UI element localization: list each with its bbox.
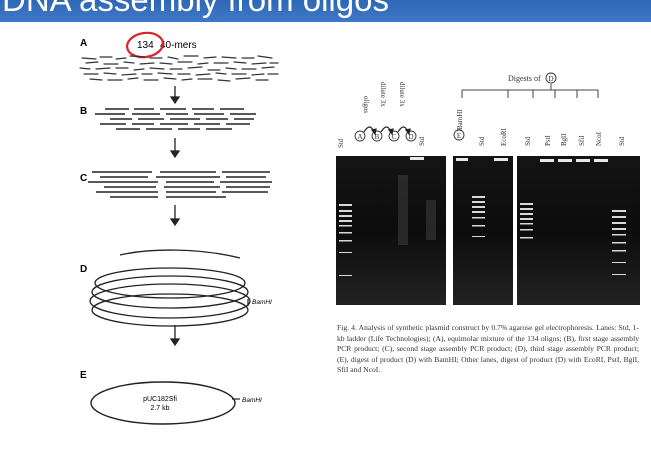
oligo-count: 134 (137, 40, 154, 51)
sample-bands (410, 157, 608, 162)
panel-c-fragments (88, 171, 272, 198)
figure-caption: Fig. 4. Analysis of synthetic plasmid co… (337, 323, 639, 375)
dilution-arrows (363, 126, 411, 136)
lane-label: PstI (544, 134, 552, 146)
slide-title: DNA assembly from oligos (2, 0, 389, 19)
panel-label-d: D (80, 264, 87, 275)
digests-circle (545, 72, 557, 84)
lane-label: Std (337, 138, 345, 148)
lane-label: oligos (362, 96, 370, 113)
slide-title-bar: DNA assembly from oligos (0, 0, 651, 22)
lane-circles (354, 130, 417, 142)
assembly-schematic: A B C D E 134 40-mers BamHI pUC182Sfi 2.… (79, 31, 279, 425)
lane-label: dilute 3x (379, 82, 387, 107)
digests-bracket (461, 84, 599, 98)
lane-label: BglI (560, 133, 568, 146)
lane-circle-letter: E (457, 132, 461, 140)
panel-d-site-label: BamHI (252, 299, 272, 306)
plasmid-name: pUC182Sfi (143, 396, 177, 403)
oligo-type-label: 40-mers (160, 40, 197, 51)
gel-panel-2 (453, 156, 513, 305)
lane-label: Std (618, 136, 626, 146)
ladder-bands (339, 196, 626, 276)
panel-label-e: E (80, 370, 87, 381)
lane-label: BamHI (456, 109, 464, 130)
lane-label: EcoRI (500, 127, 508, 146)
panel-d-rings (89, 249, 251, 327)
digests-circle-letter: D (548, 75, 553, 83)
oligo-scatter (79, 55, 279, 82)
lane-circle-letter: C (392, 133, 397, 141)
lane-labels-group1: Std oligos dilute 3x dilute 3x Std (337, 82, 426, 148)
lane-circle-letter: D (408, 133, 413, 141)
plasmid-size: 2.7 kb (150, 405, 169, 412)
lane-label: Std (524, 136, 532, 146)
plasmid-circle (90, 381, 236, 425)
lane-label: NcoI (595, 131, 603, 146)
panel-label-a: A (80, 38, 87, 49)
gel-panel-1 (336, 156, 446, 305)
lane-label: Std (478, 136, 486, 146)
panel-label-c: C (80, 173, 87, 184)
panel-label-b: B (80, 106, 87, 117)
gel-panel-3 (517, 156, 640, 305)
lane-circle-letter: B (375, 133, 380, 141)
lane-circle-letter: A (357, 133, 362, 141)
panel-e-site-label: BamHI (242, 397, 262, 404)
lane-circle (453, 129, 465, 141)
lane-label: dilute 3x (398, 82, 406, 107)
panel-b-fragments (95, 108, 256, 130)
lane-label: SfiI (578, 135, 586, 146)
flow-arrows (169, 86, 181, 347)
lane-label: Std (418, 136, 426, 146)
digests-label: Digests of (508, 74, 541, 83)
gel-smears (398, 175, 436, 245)
highlight-circle (125, 31, 165, 59)
